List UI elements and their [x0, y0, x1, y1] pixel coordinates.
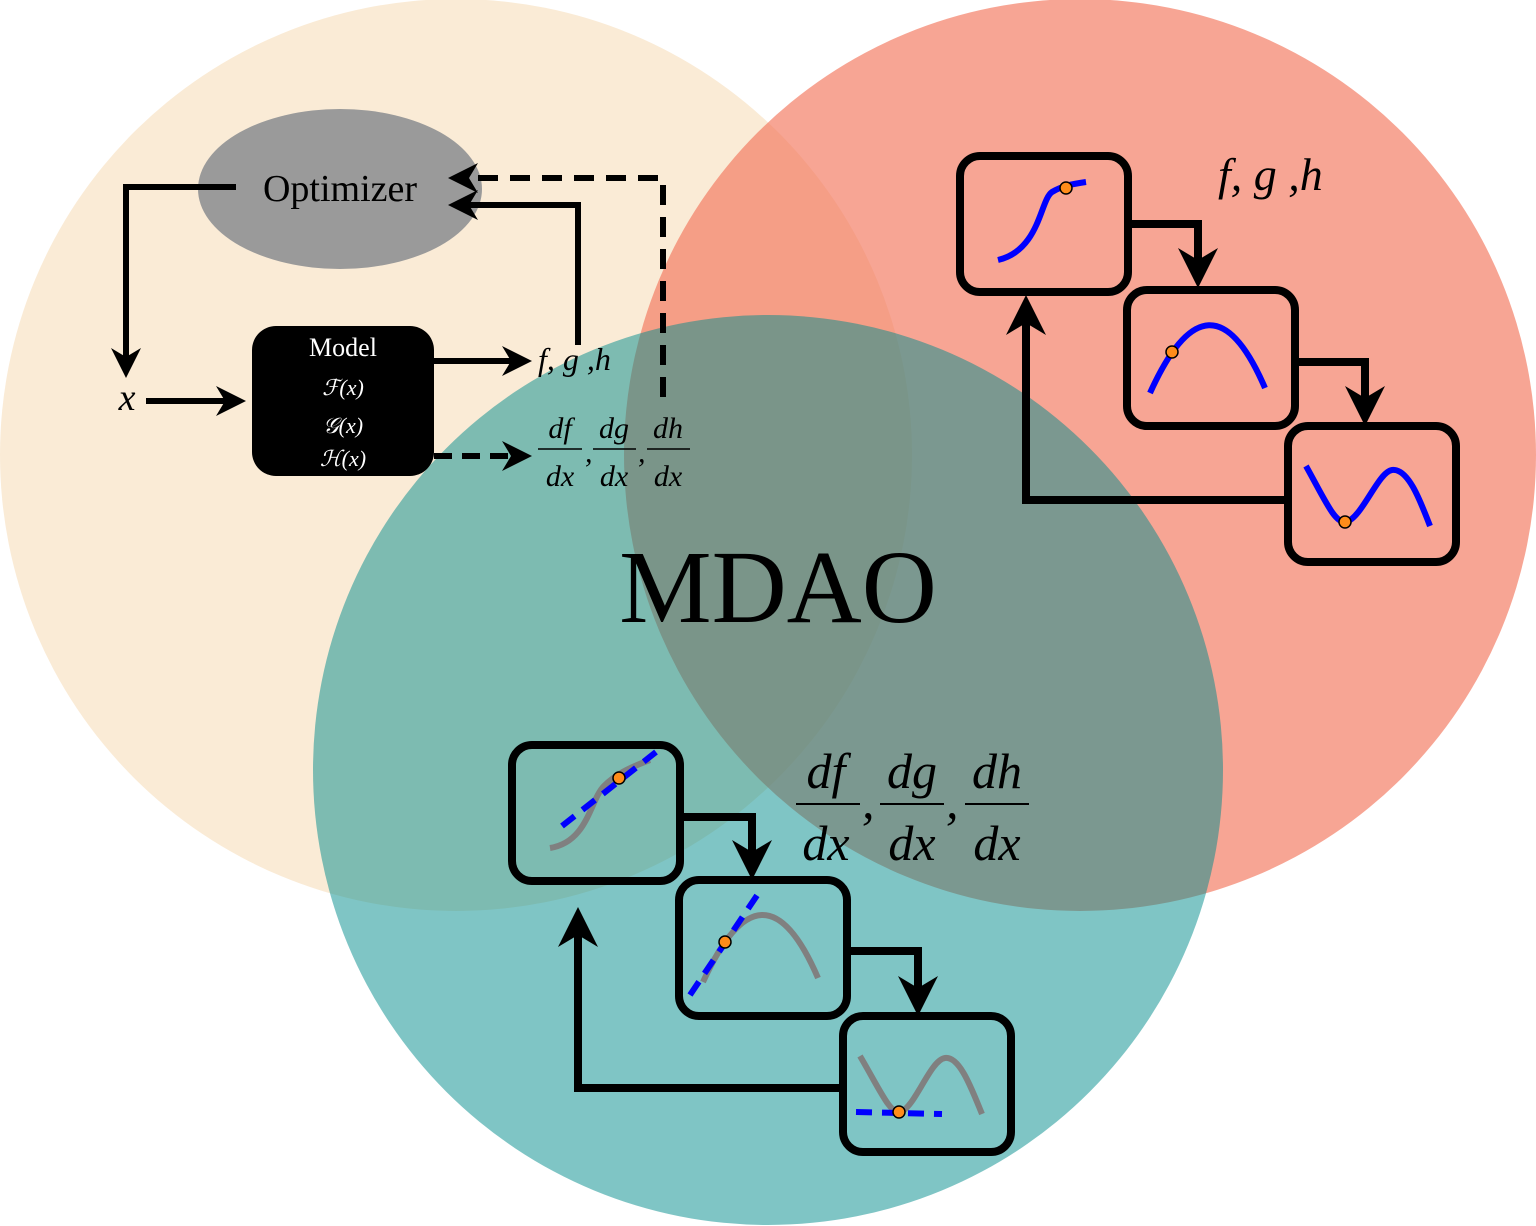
svg-text:dx: dx [802, 815, 849, 871]
derivative-return-arrow [558, 907, 840, 1092]
outputs-label: f, g ,h [538, 341, 611, 377]
analysis-arrow-2 [1295, 358, 1385, 426]
analysis-outputs-label: f, g ,h [1218, 149, 1323, 200]
svg-text:,: , [862, 773, 875, 829]
model-label: Model [309, 333, 377, 362]
model-function-h: ℋ(x) [320, 446, 366, 471]
panel-derivative-fraction-dh: dh dx [965, 743, 1029, 871]
derivative-circle [313, 315, 1223, 1225]
svg-text:dg: dg [599, 412, 629, 445]
derivative-fraction-df: df dx [538, 412, 582, 493]
svg-text:dx: dx [546, 460, 575, 493]
derivative-arrow-1 [680, 813, 772, 880]
derivative-fraction-dg: dg dx [593, 412, 636, 493]
model-function-f: ℱ(x) [322, 375, 364, 400]
parabola-curve-icon [1123, 286, 1299, 430]
svg-text:dx: dx [888, 815, 935, 871]
svg-text:dx: dx [973, 815, 1020, 871]
model-box [252, 326, 434, 476]
svg-text:dh: dh [972, 743, 1022, 799]
derivative-fraction-dh: dh dx [647, 412, 690, 493]
optimizer-to-x-arrow [111, 184, 236, 378]
svg-text:,: , [638, 436, 646, 469]
mdao-title: MDAO [619, 530, 937, 645]
optimizer-label: Optimizer [263, 168, 417, 210]
sigmoid-tangent-icon [508, 741, 684, 885]
input-x-label: x [118, 377, 136, 419]
derivative-arrow-2 [847, 947, 938, 1016]
analysis-return-arrow [1006, 295, 1288, 504]
optimization-loop: Optimizer x Model ℱ(x) 𝒢(x) ℋ(x) f, g ,h… [111, 109, 690, 493]
svg-text:df: df [548, 412, 575, 445]
svg-text:dx: dx [654, 460, 683, 493]
panel-derivative-fraction-df: df dx [796, 743, 860, 871]
derivative-panel: df dx , dg dx , dh dx [508, 741, 1029, 1156]
parabola-tangent-icon [675, 876, 851, 1020]
outputs-to-optimizer-arrow [448, 190, 581, 345]
sine-curve-icon [1284, 422, 1460, 566]
optimizer-ellipse [198, 109, 482, 269]
analysis-arrow-1 [1128, 220, 1218, 288]
svg-text:dh: dh [653, 412, 683, 445]
panel-derivative-fraction-dg: dg dx [880, 743, 944, 871]
svg-text:,: , [585, 436, 593, 469]
svg-text:dg: dg [887, 743, 937, 799]
derivatives-to-optimizer-arrow [448, 163, 666, 397]
svg-text:,: , [946, 773, 959, 829]
sine-tangent-icon [839, 1012, 1015, 1156]
sigmoid-curve-icon [956, 152, 1132, 296]
svg-text:dx: dx [600, 460, 629, 493]
analysis-panel: f, g ,h [956, 149, 1460, 566]
model-function-g: 𝒢(x) [323, 413, 363, 438]
svg-text:df: df [807, 743, 852, 799]
